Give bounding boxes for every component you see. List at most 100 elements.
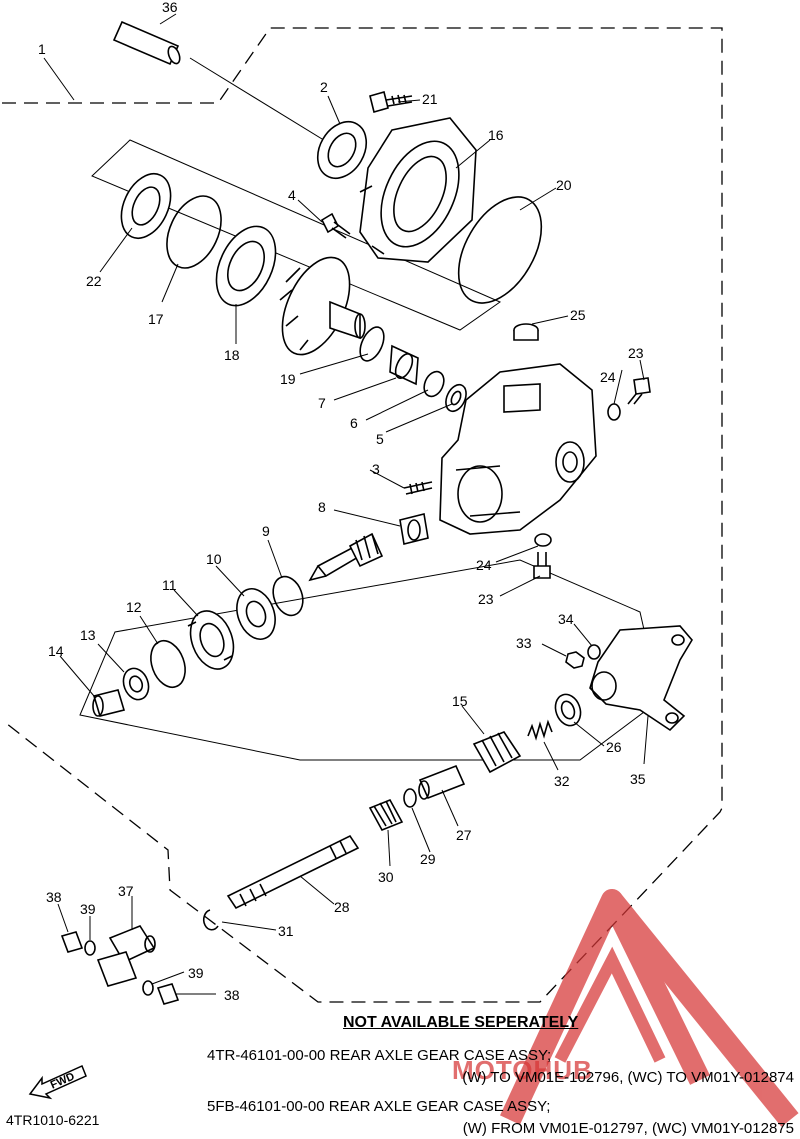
note-line-1: 4TR-46101-00-00 REAR AXLE GEAR CASE ASSY… [207,1047,552,1064]
part-23-bolt-lower [533,552,551,579]
ring-gear [279,256,366,356]
callout-32: 32 [554,773,570,789]
part-34-washer [587,644,601,660]
diagram-reference-code: 4TR1010-6221 [6,1112,100,1128]
callout-27: 27 [456,827,472,843]
part-8-bushing [399,513,429,545]
part-14-collar [92,689,126,717]
callout-1: 1 [38,41,46,57]
part-28-drive-shaft [226,834,360,910]
callout-19: 19 [280,371,296,387]
callout-28: 28 [334,899,350,915]
callout-23-upper: 23 [628,345,644,361]
part-3-stud [403,481,433,495]
part-38-bearing-cup-right [156,983,180,1005]
callout-23-lower: 23 [478,591,494,607]
part-37-universal-joint [96,925,156,987]
part-25-cap [513,323,539,341]
part-19-shim [359,326,385,362]
fwd-arrow-badge: FWD [28,1060,92,1105]
callout-39-left: 39 [80,901,96,917]
part-11-bearing-retainer [187,610,235,670]
part-16-bearing-housing [359,117,477,263]
callout-18: 18 [224,347,240,363]
note-line-4: (W) FROM VM01E-012797, (WC) VM01Y-012875 [462,1120,794,1137]
part-31-circlip [202,909,219,931]
part-26-seal [554,693,582,727]
note-line-3: 5FB-46101-00-00 REAR AXLE GEAR CASE ASSY… [207,1098,551,1115]
callout-39-right: 39 [188,965,204,981]
watermark-logo [500,889,799,1127]
part-39-circlip-right [142,980,154,996]
callout-21: 21 [422,91,438,107]
part-2-shim [316,120,368,180]
callout-12: 12 [126,599,142,615]
part-33-nut [565,651,585,669]
callout-24-lower: 24 [476,557,492,573]
gear-case-housing [439,363,597,535]
part-24-washer-upper [607,403,621,421]
callout-37: 37 [118,883,134,899]
callout-9: 9 [262,523,270,539]
callout-25: 25 [570,307,586,323]
callout-15: 15 [452,693,468,709]
part-36-dowel-pin [112,20,181,66]
callout-16: 16 [488,127,504,143]
part-23-bolt-upper [627,377,651,405]
arrow-icon [28,1064,87,1100]
notes-heading: NOT AVAILABLE SEPERATELY [343,1014,579,1031]
part-10-bearing [236,588,276,640]
part-29-circlip [403,788,417,808]
part-32-spring [527,719,553,741]
callout-34: 34 [558,611,574,627]
callout-36: 36 [162,0,178,15]
callout-24-upper: 24 [600,369,616,385]
note-line-2: (W) TO VM01E-102796, (WC) TO VM01Y-01287… [462,1069,794,1086]
callout-4: 4 [288,187,296,203]
callout-26: 26 [606,739,622,755]
part-9-shim [272,575,304,617]
callout-38-left: 38 [46,889,62,905]
callout-20: 20 [556,177,572,193]
callout-29: 29 [420,851,436,867]
callout-17: 17 [148,311,164,327]
watermark-text: MOTOHUB [452,1055,593,1085]
callout-38-right: 38 [224,987,240,1003]
part-24-washer-lower [534,533,552,547]
part-12-o-ring [150,639,186,689]
part-27-collar [418,764,466,800]
callout-33: 33 [516,635,532,651]
part-38-bearing-cup-left [60,931,84,953]
part-21-bolt [369,91,413,113]
pinion-gear [308,532,384,582]
part-4-bolt [320,212,351,239]
leader-lines [43,13,649,995]
part-13-oil-seal [122,667,150,701]
callout-11: 11 [162,577,177,593]
part-7-needle-bearing [389,344,419,386]
part-35-final-drive-housing [589,625,693,732]
callout-13: 13 [80,627,96,643]
callout-8: 8 [318,499,326,515]
part-18-bearing [215,225,277,307]
callout-7: 7 [318,395,326,411]
part-39-circlip-left [84,940,96,956]
callout-35: 35 [630,771,646,787]
part-22-oil-seal [120,173,172,239]
assembly-boundary [1,27,723,1003]
callout-2: 2 [320,79,328,95]
fwd-label: FWD [49,1070,77,1091]
callout-30: 30 [378,869,394,885]
callout-5: 5 [376,431,384,447]
part-15-damper [472,731,522,774]
part-20-o-ring [457,196,543,304]
callout-14: 14 [48,643,64,659]
callout-31: 31 [278,923,294,939]
callout-22: 22 [86,273,102,289]
part-17-circlip [166,195,222,269]
callout-6: 6 [350,415,358,431]
callout-10: 10 [206,551,222,567]
part-30-coupling-gear [368,798,404,832]
callout-3: 3 [372,461,380,477]
